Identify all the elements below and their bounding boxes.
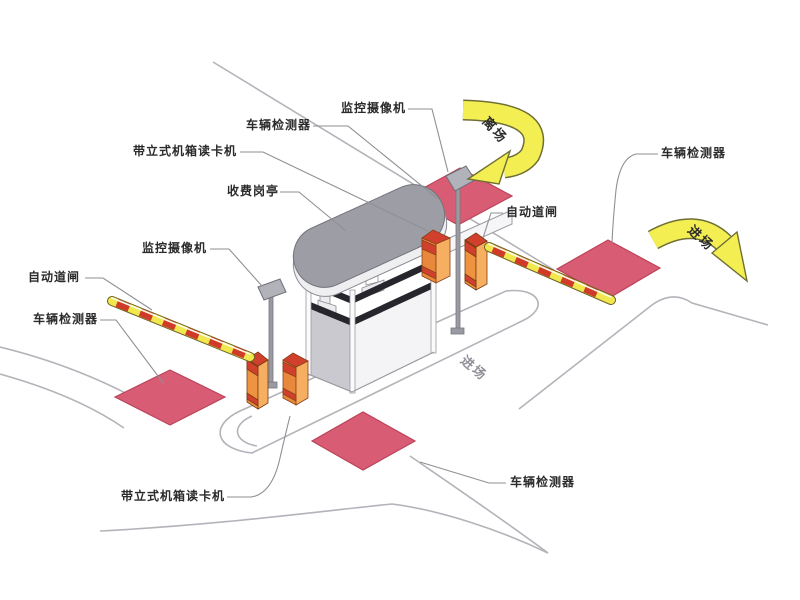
barrier-gate-entry	[107, 296, 269, 410]
label-barrier-left: 自动道闸	[28, 270, 81, 284]
label-detector-left: 车辆检测器	[33, 312, 99, 326]
road-edge-bottom	[99, 503, 549, 554]
detector-pad-entry-outer	[113, 369, 227, 426]
exit-arrow	[462, 99, 545, 185]
label-barrier-right: 自动道闸	[506, 205, 559, 219]
booth-window-frame-bottom	[308, 281, 434, 326]
label-card-reader-top: 带立式机箱读卡机	[133, 144, 238, 158]
camera-pole-base	[450, 327, 465, 335]
label-camera-left: 监控摄像机	[142, 241, 208, 255]
card-reader-exit	[421, 229, 451, 284]
camera-pole	[455, 187, 461, 331]
road-edge-topleft	[212, 61, 555, 271]
detector-pad-exit-outer	[555, 239, 662, 299]
barrier-arm	[107, 296, 255, 362]
leader-detector-bottom	[419, 461, 506, 484]
camera-exit-lane	[445, 165, 476, 335]
leader-barrier-right	[482, 212, 503, 239]
label-detector-right: 车辆检测器	[661, 146, 727, 160]
leader-card-reader-bottom	[227, 415, 291, 498]
toll-booth	[292, 184, 513, 394]
leader-detector-left	[100, 319, 165, 385]
leader-lines	[85, 108, 658, 498]
leader-toll-booth	[280, 191, 347, 232]
label-camera-top: 监控摄像机	[341, 101, 407, 115]
camera-entry-lane	[257, 278, 287, 389]
leader-camera-left	[210, 248, 263, 287]
detector-pad-entry-inner	[310, 411, 417, 471]
barrier-arm	[484, 242, 616, 305]
road-edge-left-inner	[0, 373, 125, 429]
camera-pole	[268, 295, 274, 385]
leader-camera-top	[408, 108, 449, 173]
label-detector-top: 车辆检测器	[246, 118, 312, 132]
label-toll-booth: 收费岗亭	[227, 184, 280, 198]
leader-barrier-left	[85, 277, 153, 311]
card-reader-entry	[282, 352, 309, 406]
enter-arrow	[647, 218, 749, 283]
booth-roof	[292, 184, 446, 288]
center-island-inner-line	[236, 415, 258, 447]
label-card-reader-bottom: 带立式机箱读卡机	[121, 489, 226, 503]
leader-detector-top	[313, 125, 439, 200]
booth-base-edge	[307, 351, 435, 393]
label-detector-bottom: 车辆检测器	[510, 475, 576, 489]
road-corner-right	[518, 296, 769, 410]
camera-head-icon	[257, 278, 287, 301]
leader-detector-right	[611, 153, 658, 244]
leader-card-reader-top	[240, 151, 429, 232]
barrier-gate-exit	[464, 232, 616, 305]
road-edge-bottomright-inner	[409, 455, 549, 554]
